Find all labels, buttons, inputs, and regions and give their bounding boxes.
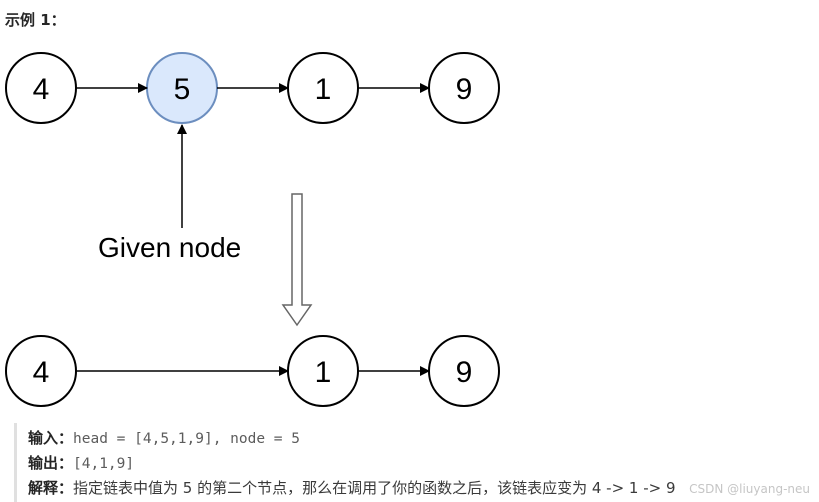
bottom-node: 4	[5, 335, 77, 407]
explanation-line: 解释：指定链表中值为 5 的第二个节点，那么在调用了你的函数之后，该链表应变为 …	[28, 478, 676, 498]
bottom-node-value: 9	[456, 356, 473, 389]
top-node: 1	[287, 52, 359, 124]
example-title: 示例 1：	[5, 11, 66, 29]
top-node: 9	[428, 52, 500, 124]
bottom-node: 9	[428, 335, 500, 407]
output-value: [4,1,9]	[73, 456, 135, 472]
input-label: 输入：	[28, 429, 74, 447]
top-node-highlighted: 5	[146, 52, 218, 124]
given-node-label: Given node	[98, 232, 241, 263]
top-node-value: 4	[33, 73, 50, 106]
watermark: CSDN @liuyang-neu	[689, 482, 810, 496]
transition-down-arrow	[281, 193, 313, 327]
linked-list-diagram: 4 5 1 9 Given node 4 1 9	[5, 52, 500, 407]
bottom-node: 1	[287, 335, 359, 407]
top-node-value: 1	[315, 73, 332, 106]
top-node: 4	[5, 52, 77, 124]
bottom-node-value: 4	[33, 356, 50, 389]
input-value: head = [4,5,1,9], node = 5	[73, 431, 300, 447]
output-label: 输出：	[28, 454, 74, 472]
top-node-value: 9	[456, 73, 473, 106]
explanation-text: 指定链表中值为 5 的第二个节点，那么在调用了你的函数之后，该链表应变为 4 -…	[73, 479, 676, 497]
example-io-block: 输入：head = [4,5,1,9], node = 5 输出：[4,1,9]…	[14, 423, 819, 502]
bottom-node-value: 1	[315, 356, 332, 389]
top-node-value: 5	[174, 73, 191, 106]
explanation-label: 解释：	[28, 479, 74, 497]
input-line: 输入：head = [4,5,1,9], node = 5	[28, 428, 300, 449]
output-line: 输出：[4,1,9]	[28, 453, 134, 474]
